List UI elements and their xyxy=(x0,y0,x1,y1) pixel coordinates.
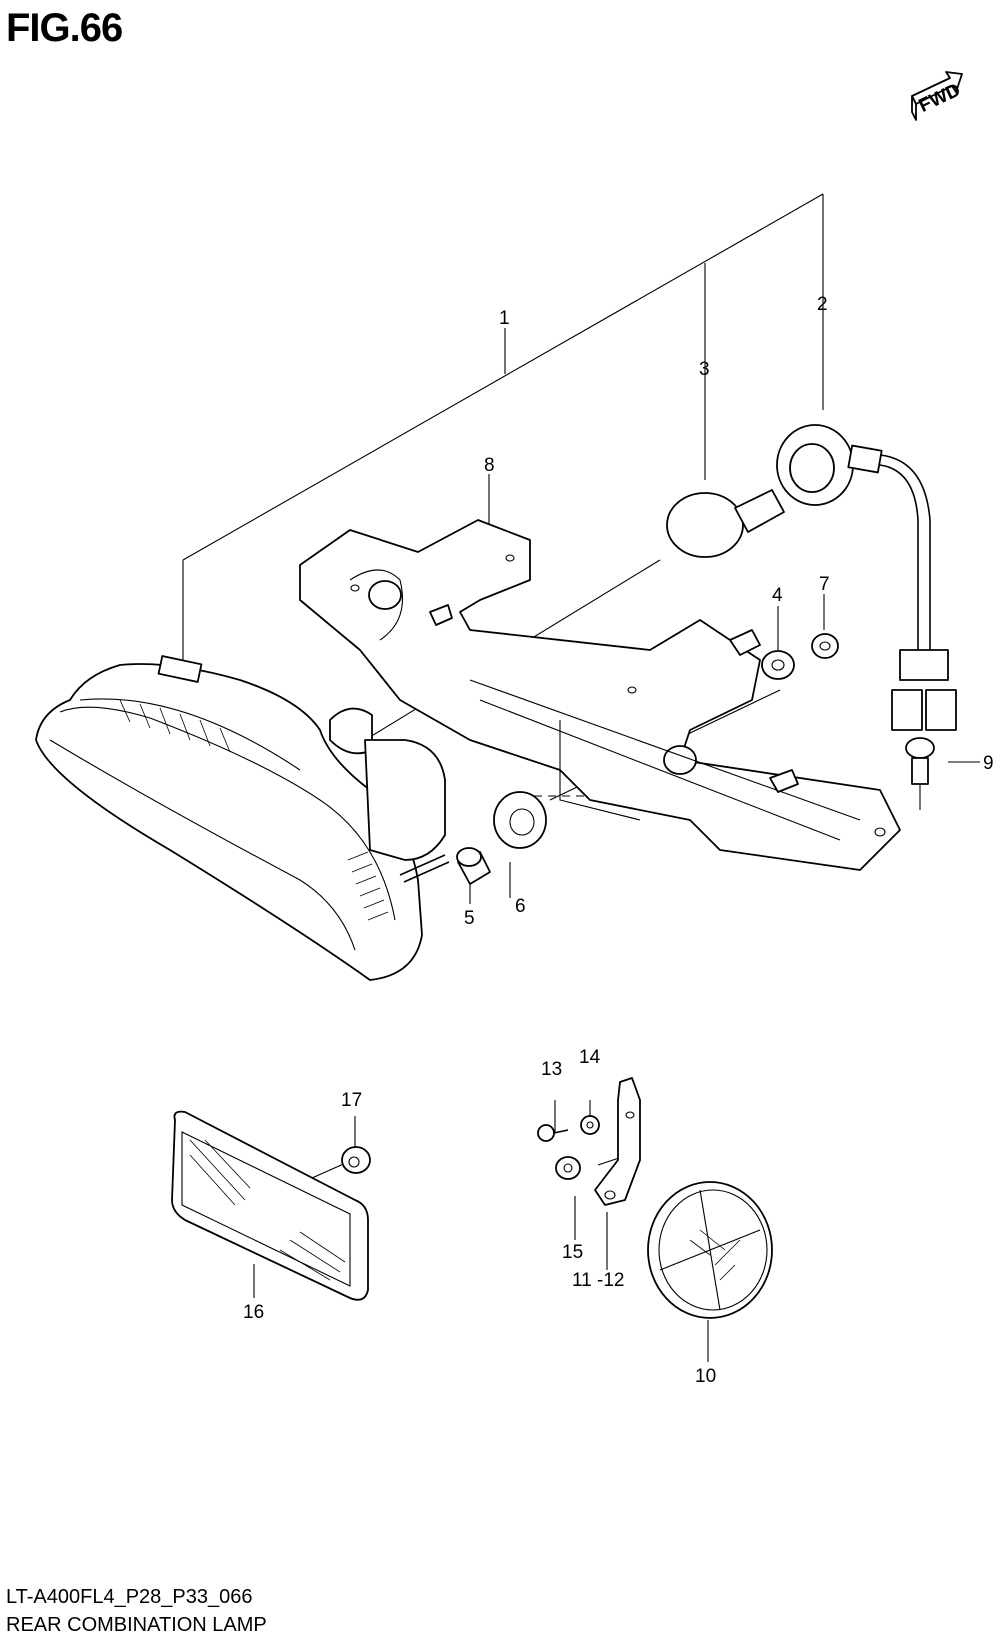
callout-3: 3 xyxy=(699,359,710,380)
reflector xyxy=(171,1110,369,1301)
socket-harness xyxy=(776,424,957,731)
bulb xyxy=(666,489,785,558)
callout-9: 9 xyxy=(983,753,994,774)
callout-13: 13 xyxy=(541,1059,562,1080)
section-name: REAR COMBINATION LAMP xyxy=(6,1614,267,1636)
callout-6: 6 xyxy=(515,896,526,917)
figure-title: FIG.66 xyxy=(6,6,123,50)
callout-10: 10 xyxy=(695,1366,716,1387)
callout-17: 17 xyxy=(341,1090,362,1111)
lamp-bracket xyxy=(299,519,901,871)
bolt xyxy=(905,737,935,785)
callout-16: 16 xyxy=(243,1302,264,1323)
callout-15: 15 xyxy=(562,1242,583,1263)
collar xyxy=(456,847,491,885)
callout-14: 14 xyxy=(579,1047,601,1068)
callout-2: 2 xyxy=(817,294,828,315)
callout-4: 4 xyxy=(772,585,783,606)
model-code: LT-A400FL4_P28_P33_066 xyxy=(6,1586,253,1608)
nut xyxy=(811,633,839,659)
screw xyxy=(537,1124,569,1142)
rear-combination-lamp xyxy=(35,655,450,981)
callout-1: 1 xyxy=(499,308,510,329)
grommet-nut xyxy=(493,791,547,849)
washer xyxy=(761,650,795,680)
callout-labels: 1 2 3 4 5 6 7 8 9 10 11 -12 13 14 15 16 … xyxy=(243,294,994,1387)
bracket-nut xyxy=(555,1156,581,1180)
callout-11-12: 11 -12 xyxy=(572,1270,624,1291)
callout-7: 7 xyxy=(819,574,830,595)
fwd-arrow-icon: FWD xyxy=(911,71,964,121)
callout-5: 5 xyxy=(464,908,475,929)
reflector-nut xyxy=(341,1146,371,1174)
round-reflector xyxy=(647,1181,773,1319)
small-washer xyxy=(580,1115,600,1135)
reflector-bracket xyxy=(594,1077,641,1206)
callout-8: 8 xyxy=(484,455,495,476)
